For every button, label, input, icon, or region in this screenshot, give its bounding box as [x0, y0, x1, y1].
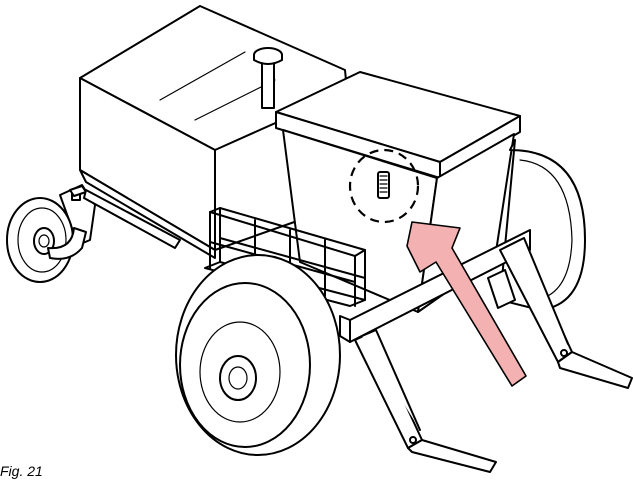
vent-grille	[377, 171, 390, 199]
stabilizer-leg-right	[487, 237, 633, 389]
front-wheel	[175, 254, 341, 456]
callout-arrow	[406, 221, 527, 387]
exhaust-stack	[253, 47, 283, 109]
caster-wheel	[6, 184, 96, 283]
hopper-box	[275, 71, 521, 313]
callout-circle	[348, 148, 420, 224]
stabilizer-leg-left	[354, 329, 497, 473]
figure-caption: Fig. 21	[0, 463, 43, 479]
